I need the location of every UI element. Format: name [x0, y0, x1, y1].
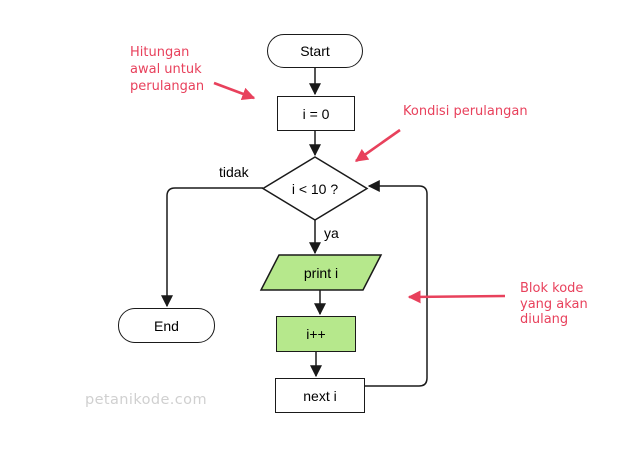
node-print-label: print i	[303, 264, 339, 281]
branch-label-yes: ya	[324, 225, 339, 241]
condition-note-text: Kondisi perulangan	[403, 104, 528, 119]
node-end: End	[118, 308, 215, 343]
loop-note-arrow	[407, 290, 506, 304]
loop-note-text: Blok kode yang akan diulang	[520, 281, 588, 327]
node-next-label: next i	[303, 387, 337, 404]
init-note-arrow	[213, 81, 256, 100]
node-end-label: End	[154, 317, 179, 334]
init-note-text: Hitungan awal untuk perulangan	[130, 45, 205, 94]
condition-note-arrow	[354, 128, 401, 163]
decision-diamond-shape	[261, 156, 369, 221]
node-increment-label: i++	[306, 326, 326, 342]
node-condition-label: i < 10 ?	[291, 180, 339, 197]
print-parallelogram-shape	[259, 254, 383, 291]
node-init-label: i = 0	[302, 105, 330, 122]
node-increment: i++	[276, 316, 356, 352]
branch-label-no: tidak	[219, 164, 249, 180]
edge-condition-to-end-no	[161, 187, 263, 308]
watermark: petanikode.com	[85, 392, 207, 408]
edge-next-back-to-condition	[365, 180, 428, 387]
node-start: Start	[267, 34, 363, 68]
node-next: next i	[275, 378, 365, 413]
node-init: i = 0	[277, 96, 355, 131]
node-start-label: Start	[300, 43, 330, 59]
